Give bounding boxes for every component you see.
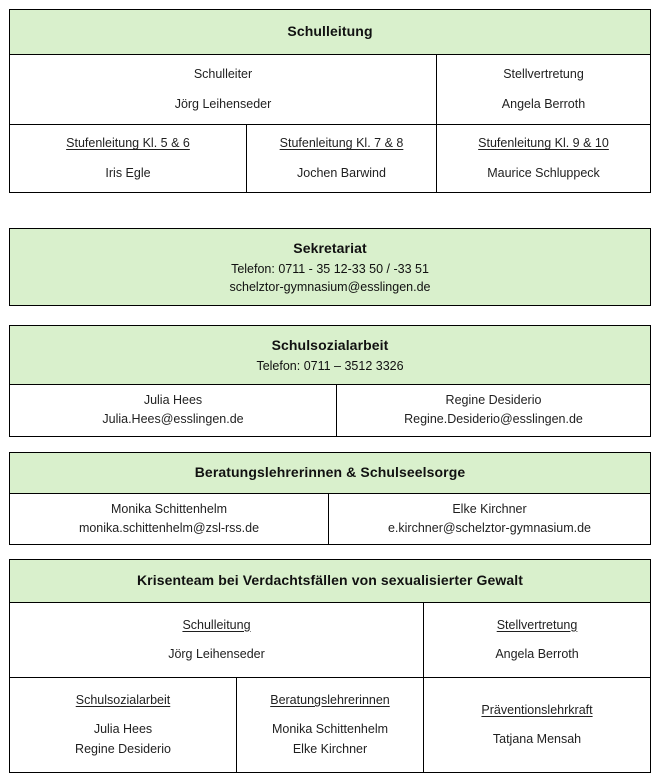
table-beratungslehrerinnen: Beratungslehrerinnen & Schulseelsorge Mo…	[9, 452, 651, 546]
cell-stellvertretung: Stellvertretung Angela Berroth	[436, 54, 651, 125]
person-name: Tatjana Mensah	[492, 732, 582, 746]
person-email[interactable]: Julia.Hees@esslingen.de	[102, 412, 244, 427]
cell-krisenteam-beratungslehrerinnen: Beratungslehrerinnen Monika Schittenhelm…	[236, 677, 424, 773]
spacer	[428, 720, 646, 730]
table-row: Schulsozialarbeit Julia Hees Regine Desi…	[9, 677, 652, 773]
spacer	[251, 154, 432, 164]
table-schulsozialarbeit: Schulsozialarbeit Telefon: 0711 – 3512 3…	[9, 325, 651, 437]
role-label: Stufenleitung Kl. 5 & 6	[66, 136, 190, 151]
cell-contact-elke-kirchner: Elke Kirchner e.kirchner@schelztor-gymna…	[328, 492, 651, 546]
table-krisenteam: Krisenteam bei Verdachtsfällen von sexua…	[8, 559, 652, 773]
role-label: Präventionslehrkraft	[481, 702, 593, 717]
person-name: Maurice Schluppeck	[487, 165, 600, 180]
table-row: Schulleitung Jörg Leihenseder Stellvertr…	[9, 602, 652, 678]
spacer	[241, 710, 419, 720]
spacer	[14, 710, 232, 720]
cell-krisenteam-schulsozialarbeit: Schulsozialarbeit Julia Hees Regine Desi…	[9, 677, 237, 773]
role-label: Stufenleitung Kl. 9 & 10	[478, 136, 609, 151]
person-name: Jörg Leihenseder	[174, 96, 272, 111]
section-title-sekretariat: Sekretariat	[293, 240, 367, 256]
spacer	[441, 85, 646, 95]
table-row-header: Beratungslehrerinnen & Schulseelsorge	[9, 452, 651, 494]
section-header-sekretariat: Sekretariat Telefon: 0711 - 35 12-33 50 …	[9, 228, 651, 306]
section-title-krisenteam: Krisenteam bei Verdachtsfällen von sexua…	[8, 559, 652, 603]
cell-krisenteam-praeventionslehrkraft: Präventionslehrkraft Tatjana Mensah	[422, 677, 652, 773]
person-email[interactable]: e.kirchner@schelztor-gymnasium.de	[387, 521, 592, 536]
role-label: Stufenleitung Kl. 7 & 8	[279, 136, 404, 151]
person-name: Elke Kirchner	[292, 741, 368, 756]
table-row: Stufenleitung Kl. 5 & 6 Iris Egle Stufen…	[9, 124, 651, 193]
spacer	[441, 154, 646, 164]
spacer	[428, 635, 646, 645]
person-email[interactable]: monika.schittenhelm@zsl-rss.de	[78, 521, 260, 536]
person-name: Jörg Leihenseder	[168, 647, 265, 661]
table-row-header: Krisenteam bei Verdachtsfällen von sexua…	[8, 559, 652, 603]
spacer	[14, 85, 432, 95]
table-row-header: Schulsozialarbeit Telefon: 0711 – 3512 3…	[9, 325, 651, 385]
person-name: Regine Desiderio	[445, 392, 542, 407]
cell-contact-monika-schittenhelm: Monika Schittenhelm monika.schittenhelm@…	[9, 492, 329, 546]
person-name: Angela Berroth	[501, 96, 586, 111]
person-name: Julia Hees	[143, 392, 203, 407]
role-label: Schulleiter	[193, 67, 253, 82]
cell-schulleiter: Schulleiter Jörg Leihenseder	[9, 54, 437, 125]
sekretariat-phone: Telefon: 0711 - 35 12-33 50 / -33 51	[231, 261, 429, 276]
cell-contact-regine-desiderio: Regine Desiderio Regine.Desiderio@esslin…	[336, 383, 651, 437]
person-name: Monika Schittenhelm	[271, 722, 389, 737]
person-email[interactable]: Regine.Desiderio@esslingen.de	[404, 412, 583, 427]
table-row-header: Sekretariat Telefon: 0711 - 35 12-33 50 …	[9, 228, 651, 306]
section-title-schulsozialarbeit: Schulsozialarbeit	[271, 337, 389, 353]
person-name: Jochen Barwind	[297, 165, 386, 180]
sekretariat-email[interactable]: schelztor-gymnasium@esslingen.de	[229, 279, 431, 294]
cell-krisenteam-stellvertretung: Stellvertretung Angela Berroth	[422, 602, 652, 678]
table-sekretariat: Sekretariat Telefon: 0711 - 35 12-33 50 …	[9, 228, 651, 306]
section-title-beratung: Beratungslehrerinnen & Schulseelsorge	[9, 452, 651, 494]
person-name: Iris Egle	[105, 165, 151, 180]
person-name: Elke Kirchner	[452, 501, 527, 516]
cell-contact-julia-hees: Julia Hees Julia.Hees@esslingen.de	[9, 383, 337, 437]
table-row-header: Schulleitung	[9, 9, 651, 55]
table-row: Schulleiter Jörg Leihenseder Stellvertre…	[9, 54, 651, 125]
role-label: Schulleitung	[182, 617, 251, 632]
role-label: Stellvertretung	[503, 67, 584, 82]
cell-stufenleitung-9-10: Stufenleitung Kl. 9 & 10 Maurice Schlupp…	[436, 124, 651, 193]
schulsozialarbeit-phone: Telefon: 0711 – 3512 3326	[256, 358, 404, 373]
role-label: Schulsozialarbeit	[75, 692, 171, 707]
spacer	[14, 635, 419, 645]
cell-stufenleitung-5-6: Stufenleitung Kl. 5 & 6 Iris Egle	[9, 124, 247, 193]
cell-krisenteam-schulleitung: Schulleitung Jörg Leihenseder	[9, 602, 424, 678]
table-schulleitung: Schulleitung Schulleiter Jörg Leihensede…	[9, 9, 651, 193]
person-name: Regine Desiderio	[75, 741, 171, 756]
role-label: Stellvertretung	[496, 617, 578, 632]
cell-stufenleitung-7-8: Stufenleitung Kl. 7 & 8 Jochen Barwind	[246, 124, 437, 193]
person-name: Angela Berroth	[495, 647, 579, 661]
section-header-schulsozialarbeit: Schulsozialarbeit Telefon: 0711 – 3512 3…	[9, 325, 651, 385]
table-row: Julia Hees Julia.Hees@esslingen.de Regin…	[9, 383, 651, 437]
person-name: Julia Hees	[93, 722, 153, 737]
section-title-schulleitung: Schulleitung	[9, 9, 651, 55]
role-label: Beratungslehrerinnen	[270, 692, 390, 707]
person-name: Monika Schittenhelm	[110, 501, 228, 516]
spacer	[14, 154, 242, 164]
table-row: Monika Schittenhelm monika.schittenhelm@…	[9, 492, 651, 546]
